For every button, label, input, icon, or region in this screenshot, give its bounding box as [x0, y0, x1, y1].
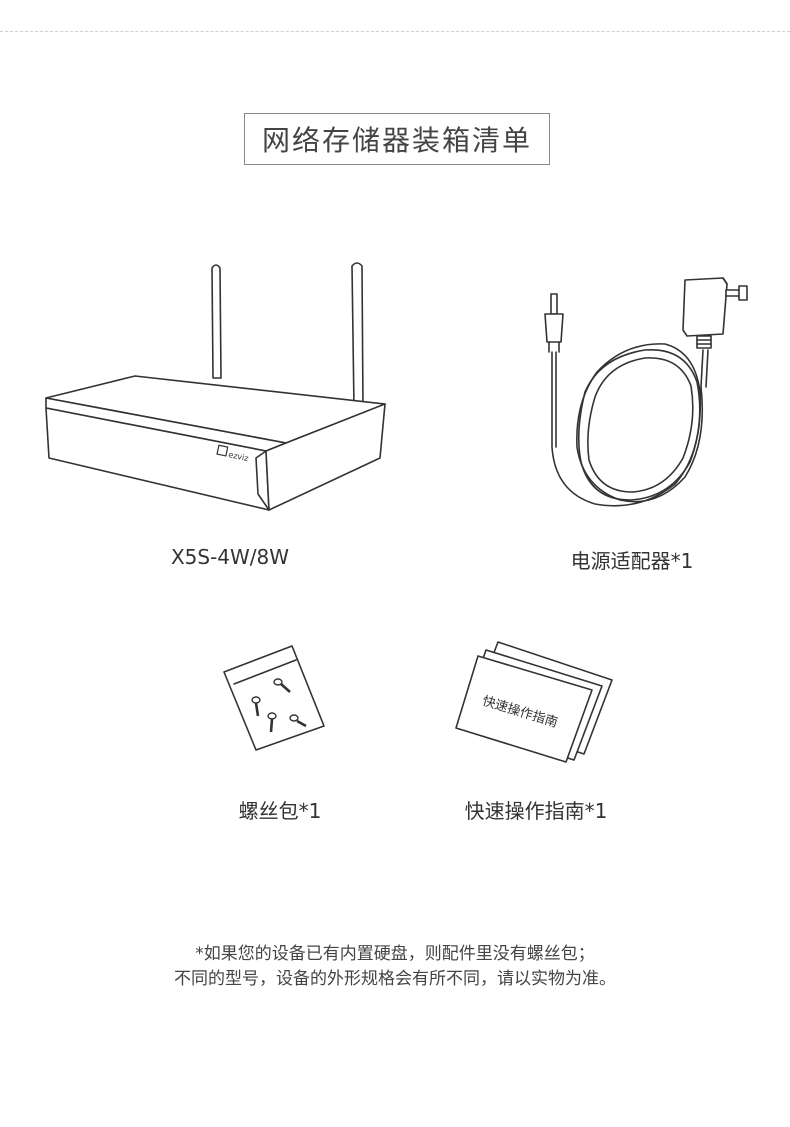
item-caption-guide: 快速操作指南*1 [464, 799, 608, 823]
quick-guide-icon [455, 641, 613, 763]
brand-logo: ezviz [216, 444, 250, 463]
top-divider [0, 31, 790, 32]
item-caption-nvr: X5S-4W/8W [170, 545, 290, 569]
screw-bag-icon [223, 645, 325, 751]
nvr-device-icon: ezviz [45, 262, 386, 511]
footnote-line-1: *如果您的设备已有内置硬盘，则配件里没有螺丝包； [195, 944, 595, 964]
screw-icon [273, 678, 291, 693]
screw-icon [289, 714, 307, 728]
footnote-line-2: 不同的型号，设备的外形规格会有所不同，请以实物为准。 [174, 969, 616, 989]
brand-text: ezviz [228, 450, 250, 463]
screw-icon [267, 712, 277, 733]
power-adapter-icon [544, 277, 748, 507]
item-caption-screws: 螺丝包*1 [238, 799, 322, 823]
item-caption-adapter: 电源适配器*1 [570, 549, 694, 573]
page-title: 网络存储器装箱清单 [244, 113, 550, 165]
screw-icon [251, 696, 261, 717]
